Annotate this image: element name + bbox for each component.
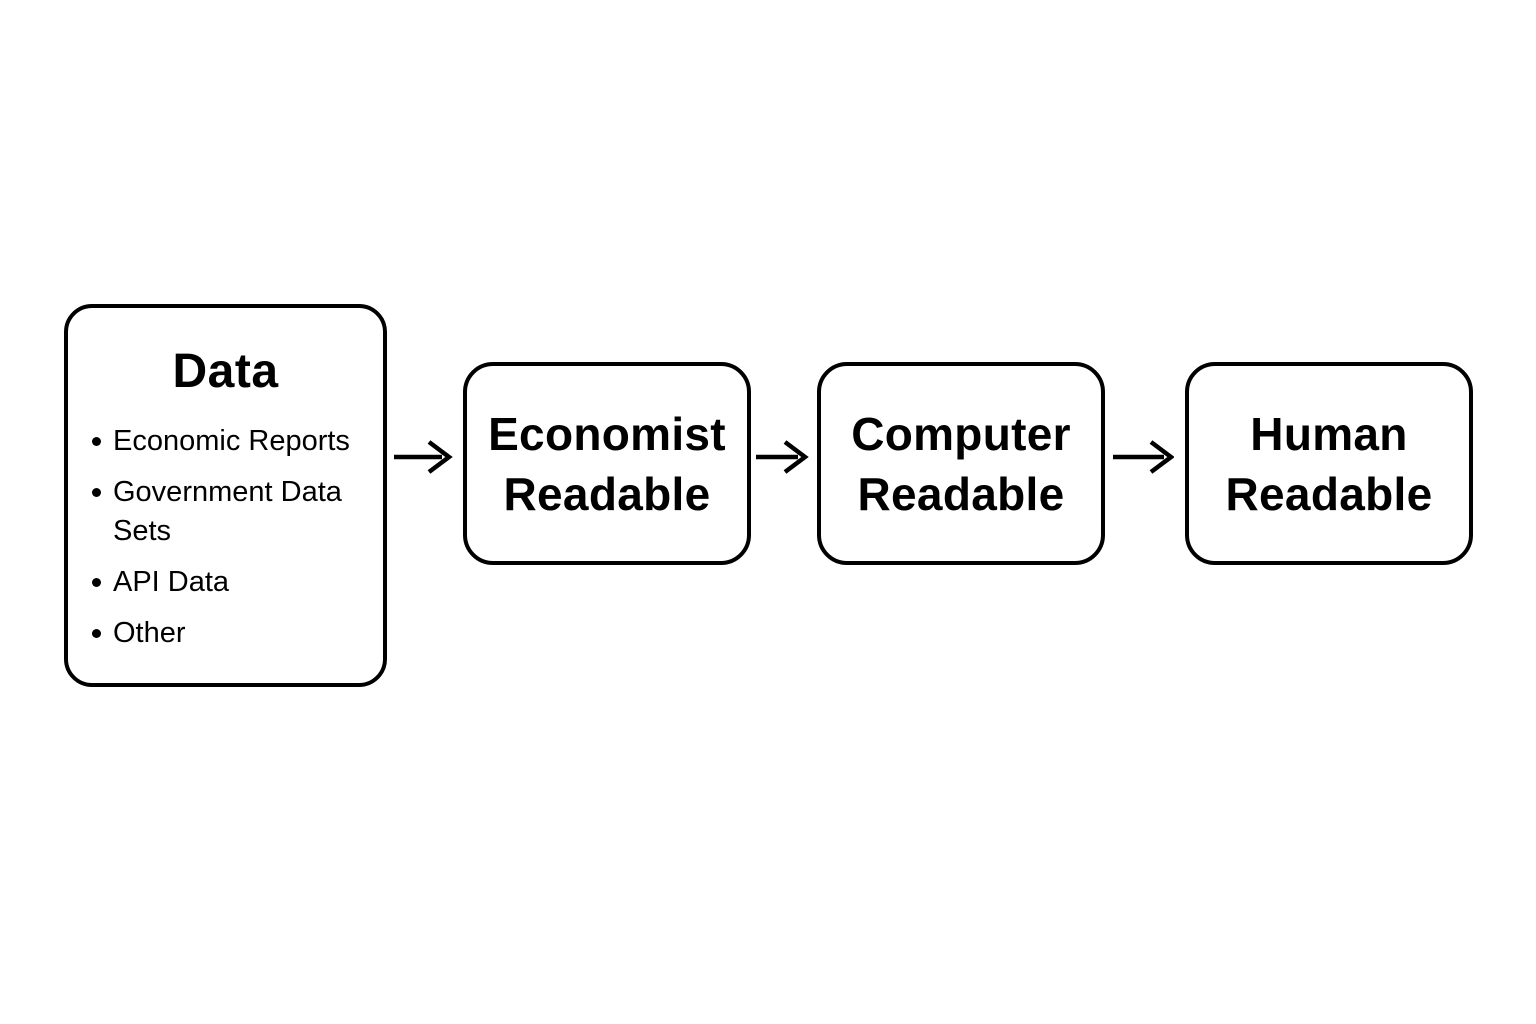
node-computer-readable-label: Computer Readable xyxy=(851,407,1071,520)
bullet-dot-icon xyxy=(92,488,101,497)
node-human-readable-label: Human Readable xyxy=(1225,407,1433,520)
node-data-bullet-list: Economic Reports Government Data Sets AP… xyxy=(68,422,373,653)
arrow-economist-to-computer-icon xyxy=(754,437,810,477)
node-computer-readable: Computer Readable xyxy=(817,362,1105,565)
node-economist-readable-label: Economist Readable xyxy=(488,407,726,520)
bullet-dot-icon xyxy=(92,629,101,638)
arrow-computer-to-human-icon xyxy=(1110,437,1174,477)
bullet-item-label: API Data xyxy=(113,566,230,598)
bullet-item-economic-reports: Economic Reports xyxy=(68,422,373,461)
bullet-item-label: Economic Reports xyxy=(113,425,350,457)
node-economist-readable: Economist Readable xyxy=(463,362,751,565)
arrow-data-to-economist-icon xyxy=(392,437,454,477)
bullet-dot-icon xyxy=(92,578,101,587)
node-human-readable: Human Readable xyxy=(1185,362,1473,565)
bullet-item-government-data-sets: Government Data Sets xyxy=(68,473,373,551)
node-data: Data Economic Reports Government Data Se… xyxy=(64,304,387,687)
bullet-item-api-data: API Data xyxy=(68,563,373,602)
bullet-dot-icon xyxy=(92,437,101,446)
node-data-title: Data xyxy=(172,345,279,398)
bullet-item-other: Other xyxy=(68,614,373,653)
bullet-item-label: Government Data Sets xyxy=(113,476,342,547)
bullet-item-label: Other xyxy=(113,617,186,649)
